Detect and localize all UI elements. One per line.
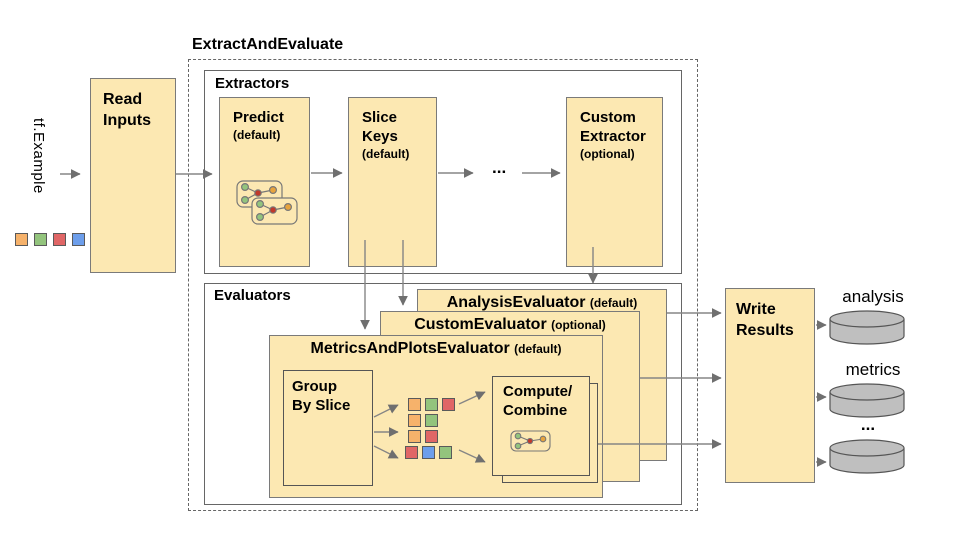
orange-square [408, 398, 421, 411]
predict-qualifier: (default) [233, 128, 281, 142]
write-results-line2: Results [736, 322, 794, 339]
custom-evaluator-name: CustomEvaluator [414, 316, 547, 333]
tf-example-label: tf.Example [30, 118, 47, 194]
slice-keys-extractor-box: Slice Keys (default) [348, 97, 437, 267]
metrics-output-label: metrics [845, 360, 901, 379]
read-inputs-line1: Read [103, 91, 143, 108]
metrics-and-plots-evaluator-name: MetricsAndPlotsEvaluator [310, 340, 510, 357]
analysis-evaluator-name: AnalysisEvaluator [446, 294, 586, 311]
evaluators-label: Evaluators [214, 287, 291, 304]
more-database-icon [829, 439, 905, 474]
custom-extractor-qualifier: (optional) [580, 147, 635, 161]
green-square [425, 398, 438, 411]
custom-evaluator-qualifier: (optional) [551, 318, 606, 332]
slice-row [408, 430, 455, 443]
analysis-output-label: analysis [842, 287, 904, 306]
extractors-label: Extractors [215, 75, 290, 92]
orange-square [408, 430, 421, 443]
write-results-line1: Write [736, 301, 776, 318]
compute-combine-line2: Combine [503, 402, 568, 419]
red-square [53, 233, 66, 246]
custom-extractor-line1: Custom [580, 109, 636, 126]
tf-example-squares [15, 233, 85, 246]
read-inputs-line2: Inputs [103, 112, 151, 129]
red-square [442, 398, 455, 411]
green-square [425, 414, 438, 427]
group-by-slice-line2: By Slice [292, 397, 351, 414]
group-by-slice-line1: Group [292, 378, 337, 395]
green-square [439, 446, 452, 459]
red-square [425, 430, 438, 443]
metrics-database-icon [829, 383, 905, 418]
red-square [405, 446, 418, 459]
read-inputs-box: Read Inputs [90, 78, 176, 273]
extract-and-evaluate-title: ExtractAndEvaluate [192, 36, 344, 53]
slice-keys-line2: Keys [362, 128, 398, 145]
orange-square [15, 233, 28, 246]
slice-keys-qualifier: (default) [362, 147, 410, 161]
predict-extractor-box: Predict (default) [219, 97, 310, 267]
predict-name: Predict [233, 109, 284, 126]
custom-extractor-line2: Extractor [580, 128, 646, 145]
orange-square [408, 414, 421, 427]
slice-row [408, 398, 455, 411]
extractor-ellipsis: ... [492, 158, 507, 177]
write-results-box: Write Results [725, 288, 815, 483]
sliced-examples-grid [405, 398, 455, 459]
slice-keys-line1: Slice [362, 109, 398, 126]
analysis-database-icon [829, 310, 905, 345]
compute-combine-box: Compute/ Combine [492, 376, 590, 476]
analysis-evaluator-qualifier: (default) [589, 296, 638, 310]
extract-and-evaluate-container [188, 59, 698, 511]
more-outputs-label: ... [860, 415, 876, 434]
compute-combine-line1: Compute/ [503, 383, 573, 400]
blue-square [422, 446, 435, 459]
green-square [34, 233, 47, 246]
group-by-slice-box: Group By Slice [283, 370, 373, 486]
blue-square [72, 233, 85, 246]
slice-row [408, 414, 455, 427]
custom-extractor-box: Custom Extractor (optional) [566, 97, 663, 267]
metrics-and-plots-evaluator-qualifier: (default) [514, 342, 562, 356]
slice-row [405, 446, 455, 459]
